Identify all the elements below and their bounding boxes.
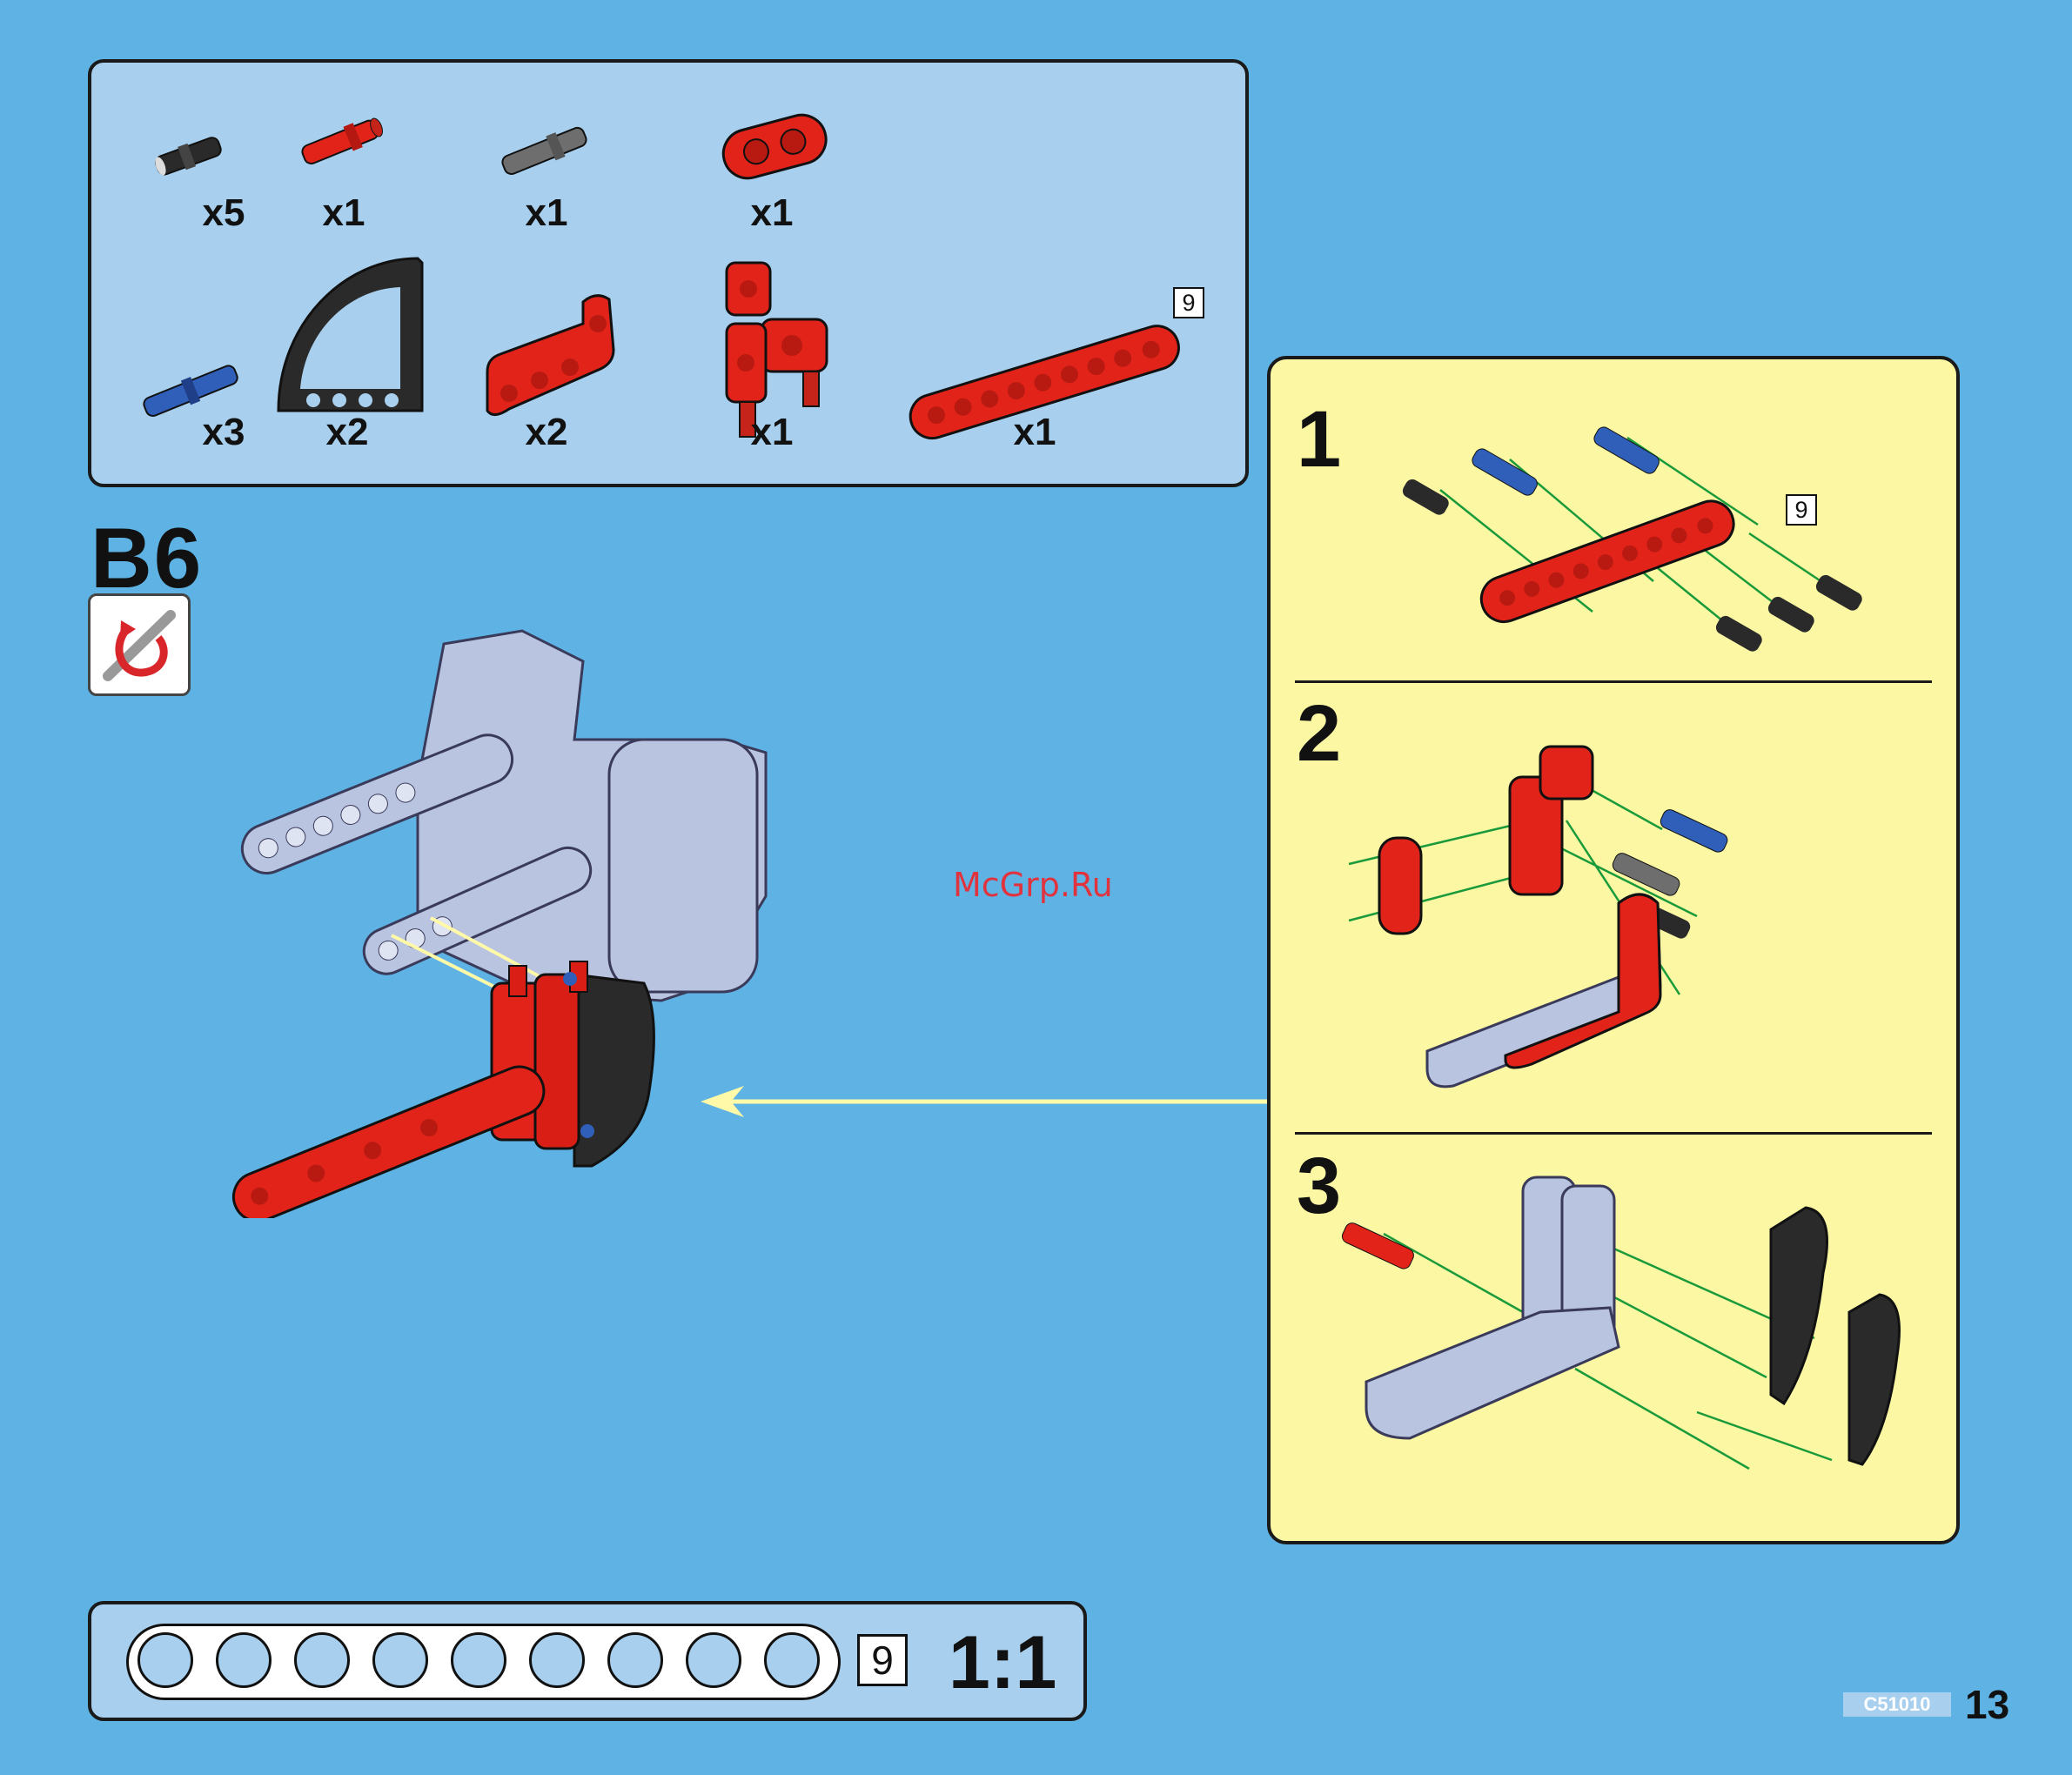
part-qty: x2 xyxy=(525,411,568,453)
part-qty: x5 xyxy=(202,191,245,234)
red-angle-beam-icon xyxy=(486,294,615,416)
beam-length-badge: 9 xyxy=(1786,494,1817,526)
page-number: 13 xyxy=(1965,1682,2010,1727)
substep-number: 1 xyxy=(1297,395,1342,484)
substep-3-illustration xyxy=(1341,1176,1901,1470)
sub-assembly-panel: 1 2 3 9 xyxy=(1267,356,1960,1544)
ruler-hole xyxy=(294,1632,350,1688)
substep-1-illustration xyxy=(1402,426,1862,652)
watermark: McGrp.Ru xyxy=(953,866,1113,904)
black-curved-panel-icon xyxy=(277,257,424,412)
ruler-hole xyxy=(137,1632,193,1688)
parts-illustrations xyxy=(143,113,1180,440)
ruler-hole xyxy=(372,1632,428,1688)
ruler-beam xyxy=(126,1624,841,1700)
part-qty: x1 xyxy=(750,191,794,234)
beam-ruler-panel: 9 1:1 xyxy=(88,1601,1087,1721)
substep-number: 2 xyxy=(1297,689,1342,778)
substep-divider xyxy=(1295,680,1932,683)
part-qty: x1 xyxy=(1013,411,1056,453)
black-pin-icon xyxy=(155,137,222,176)
scale-label: 1:1 xyxy=(949,1621,1057,1705)
ruler-hole xyxy=(451,1632,506,1688)
beam-length-badge: 9 xyxy=(1173,287,1204,318)
blue-long-pin-icon xyxy=(143,365,238,417)
parts-list-panel: x5 x1 x1 x1 x3 x2 x2 x1 x1 9 xyxy=(88,59,1249,487)
step-label: B6 xyxy=(91,510,204,606)
red-axle-pin-icon xyxy=(301,117,383,164)
ruler-length-badge: 9 xyxy=(857,1634,908,1686)
main-assembly-illustration xyxy=(231,629,768,1218)
ruler-hole xyxy=(686,1632,741,1688)
part-qty: x1 xyxy=(322,191,365,234)
rotate-model-icon xyxy=(88,593,191,696)
part-qty: x2 xyxy=(325,411,369,453)
product-code: C51010 xyxy=(1843,1692,1951,1717)
ruler-hole xyxy=(529,1632,585,1688)
red-beam-9-icon xyxy=(909,325,1180,440)
ruler-hole xyxy=(607,1632,663,1688)
part-qty: x1 xyxy=(525,191,568,234)
ruler-hole xyxy=(764,1632,820,1688)
part-qty: x3 xyxy=(202,411,245,453)
substep-number: 3 xyxy=(1297,1142,1342,1230)
substep-2-illustration xyxy=(1348,745,1728,1088)
ruler-hole xyxy=(216,1632,272,1688)
red-cross-connector-icon xyxy=(725,261,828,438)
substep-divider xyxy=(1295,1132,1932,1135)
red-beam-2-icon xyxy=(721,113,828,180)
attach-arrow xyxy=(701,1086,1267,1117)
part-qty: x1 xyxy=(750,411,794,453)
grey-axle-pin-icon xyxy=(501,126,587,175)
